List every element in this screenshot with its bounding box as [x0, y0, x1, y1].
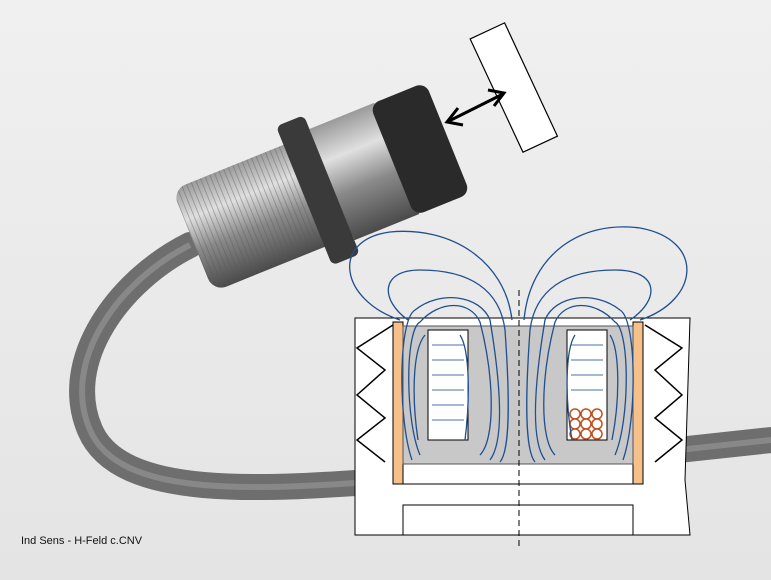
cross-section [349, 226, 691, 548]
coil-window-left [427, 329, 469, 441]
insulator-right [632, 321, 644, 485]
coil-windings [569, 408, 603, 440]
sensor-head [372, 85, 468, 213]
distance-arrow-icon [444, 88, 507, 127]
diagram-caption: Ind Sens - H-Feld c.CNV [21, 535, 143, 547]
sensor-body [176, 85, 468, 288]
thread-right [644, 324, 684, 463]
magnetic-field-lines [349, 226, 688, 463]
thread-left [355, 324, 394, 463]
sensor-nut [277, 116, 359, 264]
insulator-left [392, 321, 404, 485]
